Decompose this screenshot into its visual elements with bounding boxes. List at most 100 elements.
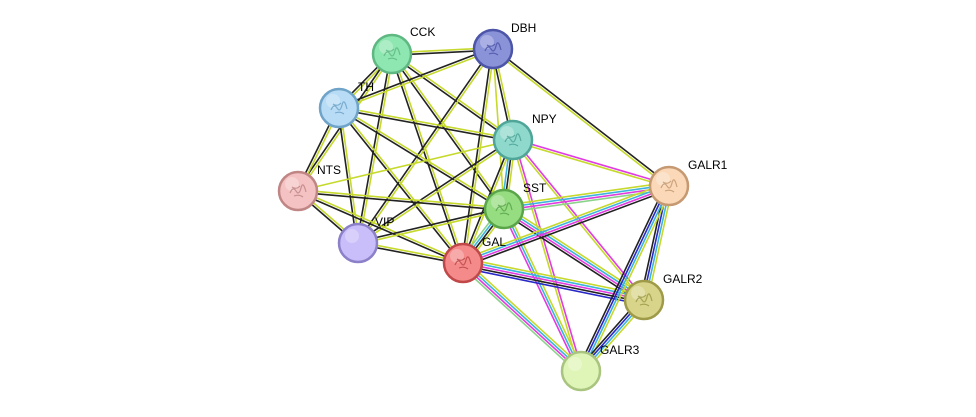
edge-line-textmining: [339, 107, 360, 244]
node-label: VIP: [375, 215, 394, 229]
node-highlight: [285, 177, 299, 191]
node-vip[interactable]: VIP: [337, 215, 394, 264]
edge-line-databases: [463, 261, 583, 371]
edge-th-sst[interactable]: [337, 106, 506, 211]
node-cck[interactable]: CCK: [371, 25, 435, 75]
node-highlight: [656, 172, 670, 186]
edge-cck-vip[interactable]: [356, 52, 394, 245]
node-circle: [648, 165, 690, 207]
edge-line-coexpression: [463, 188, 672, 268]
node-circle: [371, 33, 413, 75]
node-label: DBH: [511, 21, 536, 35]
edge-line-coexpression: [337, 108, 505, 211]
edge-npy-nts[interactable]: [297, 139, 514, 192]
node-highlight: [379, 40, 393, 54]
edge-line-textmining: [338, 49, 495, 110]
edge-line-experiments: [461, 263, 581, 373]
node-circle: [442, 242, 484, 284]
node-label: TH: [358, 80, 374, 94]
edge-line-textmining: [511, 139, 581, 373]
edge-cck-npy[interactable]: [390, 52, 515, 142]
edge-line-neighborhood: [503, 188, 671, 214]
edge-galr1-galr3[interactable]: [576, 183, 674, 374]
edge-line-textmining: [583, 186, 674, 374]
edge-sst-galr1[interactable]: [502, 181, 671, 214]
edge-line-cooccurrence: [579, 184, 669, 372]
edge-line-textmining: [392, 52, 465, 264]
node-highlight: [500, 126, 514, 140]
edge-line-textmining: [358, 48, 495, 245]
edge-line-coexpression: [390, 53, 463, 265]
edge-nts-gal[interactable]: [296, 189, 465, 265]
edge-line-textmining: [339, 106, 465, 264]
node-label: GALR3: [600, 343, 640, 357]
edge-line-textmining: [491, 49, 670, 188]
edge-line-textmining: [502, 181, 670, 207]
node-circle: [483, 188, 525, 230]
protein-structure-icon: [495, 202, 513, 216]
node-dbh[interactable]: DBH: [472, 21, 536, 70]
node-gal[interactable]: GAL: [442, 235, 506, 284]
edge-th-npy[interactable]: [337, 106, 515, 142]
edge-line-experiments: [462, 186, 671, 265]
edge-line-textmining: [338, 106, 515, 140]
protein-structure-icon: [454, 256, 472, 270]
edge-line-experiments: [513, 138, 583, 372]
edge-gal-galr1[interactable]: [460, 181, 672, 268]
edge-th-gal[interactable]: [337, 106, 465, 265]
edge-line-coexpression: [356, 138, 514, 243]
node-highlight: [326, 94, 340, 108]
edge-line-textmining: [463, 257, 646, 297]
node-galr2[interactable]: GALR2: [623, 272, 703, 321]
node-highlight: [491, 195, 505, 209]
edge-line-textmining: [297, 189, 465, 263]
edge-sst-vip[interactable]: [356, 207, 506, 245]
edge-line-experiments: [512, 138, 671, 186]
edge-line-coexpression: [390, 53, 504, 211]
node-nts[interactable]: NTS: [277, 163, 341, 212]
edge-line-coexpression: [296, 191, 464, 265]
edge-dbh-gal[interactable]: [461, 48, 495, 264]
edge-npy-galr3[interactable]: [511, 138, 583, 373]
edge-line-coexpression: [356, 47, 493, 244]
node-highlight: [450, 249, 464, 263]
node-label: NTS: [317, 163, 341, 177]
edge-dbh-vip[interactable]: [356, 47, 495, 245]
edge-dbh-th[interactable]: [337, 47, 495, 110]
node-label: SST: [523, 181, 547, 195]
node-galr1[interactable]: GALR1: [648, 158, 728, 207]
edge-dbh-galr1[interactable]: [491, 47, 671, 188]
edge-npy-galr1[interactable]: [511, 138, 671, 188]
edge-line-neighborhood: [459, 264, 580, 375]
node-highlight: [568, 357, 582, 371]
protein-structure-icon: [383, 47, 401, 61]
edge-gal-galr3[interactable]: [459, 259, 585, 375]
edge-line-textmining: [505, 207, 584, 371]
node-circle: [623, 279, 665, 321]
node-sst[interactable]: SST: [483, 181, 547, 230]
edge-line-coexpression: [337, 107, 358, 244]
edge-line-experiments: [501, 209, 580, 373]
edge-line-coexpression: [297, 191, 505, 211]
edge-th-vip[interactable]: [337, 107, 360, 244]
edge-line-databases: [503, 208, 582, 372]
edge-line-coexpression: [356, 52, 392, 244]
edge-line-textmining: [338, 106, 506, 209]
protein-structure-icon: [660, 179, 678, 193]
node-circle: [337, 222, 379, 264]
node-galr3[interactable]: GALR3: [560, 343, 640, 392]
edge-line-coexpression: [337, 108, 514, 142]
node-circle: [472, 28, 514, 70]
edge-line-coexpression: [337, 47, 494, 108]
edge-nts-sst[interactable]: [297, 189, 505, 211]
edges-layer: [296, 47, 674, 375]
edge-line-textmining: [391, 52, 515, 140]
node-label: CCK: [410, 25, 435, 39]
node-label: GALR1: [688, 158, 728, 172]
node-th[interactable]: TH: [318, 80, 374, 129]
edge-sst-galr3[interactable]: [501, 207, 584, 373]
edge-cck-gal[interactable]: [390, 52, 465, 265]
node-npy[interactable]: NPY: [492, 112, 557, 161]
